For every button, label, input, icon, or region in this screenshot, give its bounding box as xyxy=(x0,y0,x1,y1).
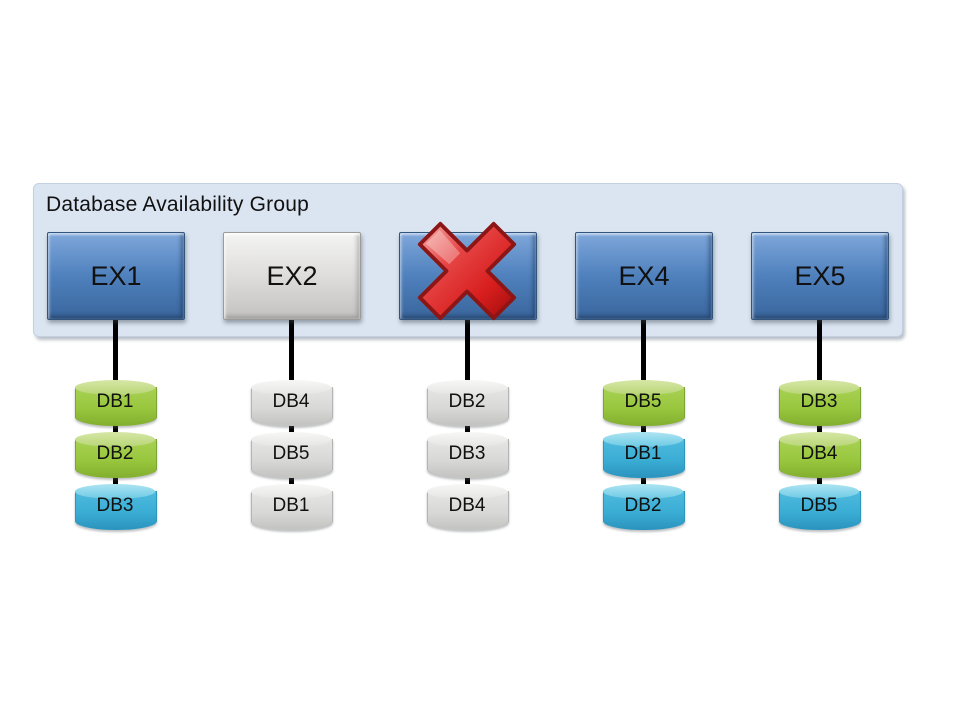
db-stack: DB2 DB3 DB4 xyxy=(427,380,509,530)
db-label: DB4 xyxy=(800,443,838,464)
db-cylinder-top xyxy=(251,380,331,395)
db-cylinder: DB5 xyxy=(251,432,333,478)
server-column-ex4: EX4 DB5 DB1 xyxy=(575,232,713,532)
db-label: DB4 xyxy=(272,391,310,412)
server-column-ex5: EX5 DB3 DB4 xyxy=(751,232,889,532)
db-cylinder-top xyxy=(779,484,859,499)
db-cylinder-top xyxy=(427,380,507,395)
server-box-ex4: EX4 xyxy=(575,232,713,320)
db-stack: DB5 DB1 DB2 xyxy=(603,380,685,530)
server-label: EX4 xyxy=(618,260,670,291)
db-cylinder: DB1 xyxy=(75,380,157,426)
db-stack: DB4 DB5 DB1 xyxy=(251,380,333,530)
db-label: DB3 xyxy=(96,495,134,516)
server-column-ex1: EX1 DB1 DB2 xyxy=(47,232,185,532)
db-cylinder-top xyxy=(75,432,155,447)
db-label: DB1 xyxy=(624,443,662,464)
db-cylinder-top xyxy=(251,484,331,499)
db-cylinder-top xyxy=(75,484,155,499)
server-label: EX2 xyxy=(266,260,318,291)
server-column-ex3-failed: DB2 DB3 DB4 xyxy=(399,221,537,532)
db-cylinder: DB3 xyxy=(75,484,157,530)
db-cylinder: DB5 xyxy=(603,380,685,426)
dag-title: Database Availability Group xyxy=(46,193,309,216)
server-label: EX1 xyxy=(90,260,142,291)
db-cylinder: DB3 xyxy=(779,380,861,426)
server-box-ex1: EX1 xyxy=(47,232,185,320)
db-cylinder-top xyxy=(427,484,507,499)
db-label: DB2 xyxy=(624,495,662,516)
db-stack: DB1 DB2 DB3 xyxy=(75,380,157,530)
db-label: DB1 xyxy=(272,495,310,516)
db-cylinder: DB5 xyxy=(779,484,861,530)
db-cylinder: DB1 xyxy=(603,432,685,478)
db-cylinder: DB2 xyxy=(427,380,509,426)
db-cylinder-top xyxy=(603,484,683,499)
db-label: DB2 xyxy=(96,443,134,464)
db-label: DB2 xyxy=(448,391,486,412)
db-cylinder-top xyxy=(251,432,331,447)
db-label: DB1 xyxy=(96,391,134,412)
db-cylinder: DB3 xyxy=(427,432,509,478)
db-cylinder: DB1 xyxy=(251,484,333,530)
db-cylinder-top xyxy=(779,380,859,395)
db-stack: DB3 DB4 DB5 xyxy=(779,380,861,530)
db-label: DB5 xyxy=(272,443,310,464)
db-cylinder-body xyxy=(427,491,509,530)
db-cylinder-top xyxy=(75,380,155,395)
db-cylinder-top xyxy=(427,432,507,447)
db-label: DB3 xyxy=(800,391,838,412)
server-box-ex2: EX2 xyxy=(223,232,361,320)
server-column-ex2: EX2 DB4 DB5 xyxy=(223,232,361,532)
db-cylinder-top xyxy=(603,380,683,395)
db-label: DB5 xyxy=(800,495,838,516)
db-cylinder-top xyxy=(779,432,859,447)
db-cylinder: DB2 xyxy=(603,484,685,530)
db-label: DB4 xyxy=(448,495,486,516)
db-cylinder: DB4 xyxy=(779,432,861,478)
db-label: DB5 xyxy=(624,391,662,412)
db-cylinder-body xyxy=(75,387,157,426)
db-label: DB3 xyxy=(448,443,486,464)
db-cylinder: DB2 xyxy=(75,432,157,478)
db-cylinder-top xyxy=(603,432,683,447)
db-cylinder: DB4 xyxy=(427,484,509,530)
red-x-icon xyxy=(417,221,517,321)
db-cylinder: DB4 xyxy=(251,380,333,426)
server-box-ex5: EX5 xyxy=(751,232,889,320)
server-label: EX5 xyxy=(794,260,846,291)
